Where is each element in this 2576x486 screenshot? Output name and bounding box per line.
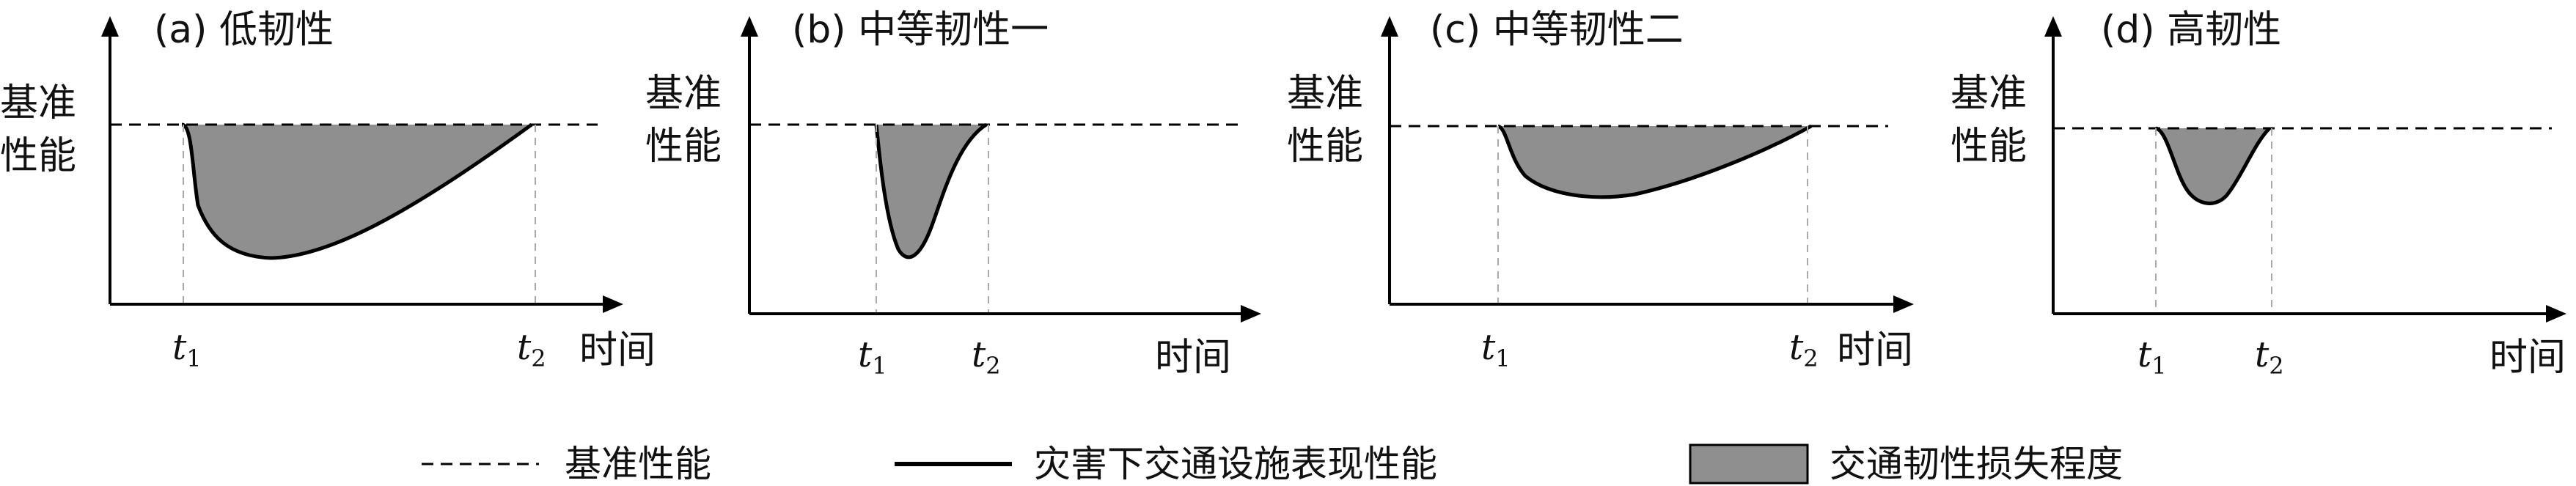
legend-performance-label: 灾害下交通设施表现性能 <box>1034 443 1437 485</box>
loss-area <box>1498 126 1811 197</box>
y-axis-label-line1: 基准 <box>1951 72 2027 116</box>
t2-label: t2 <box>972 334 1001 380</box>
legend: 基准性能 灾害下交通设施表现性能 交通韧性损失程度 <box>422 443 2123 485</box>
t1-label: t1 <box>172 327 202 372</box>
y-axis-arrow <box>741 16 758 37</box>
t1-label: t1 <box>2138 334 2167 380</box>
panel-title: (a) 低韧性 <box>154 8 334 52</box>
y-axis-arrow <box>1381 16 1398 37</box>
y-axis-label-line1: 基准 <box>0 81 76 125</box>
legend-loss-label: 交通韧性损失程度 <box>1830 443 2123 485</box>
performance-curve <box>1497 124 1813 199</box>
x-axis-label: 时间 <box>1155 336 1231 380</box>
x-axis-arrow <box>1241 305 1261 323</box>
y-axis-label-line2: 性能 <box>1287 125 1363 169</box>
t1-label: t1 <box>1481 327 1511 372</box>
y-axis-label-line1: 基准 <box>1287 72 1363 116</box>
y-axis-label-line2: 性能 <box>0 134 76 178</box>
loss-area <box>2156 128 2269 204</box>
t2-label: t2 <box>1789 327 1819 372</box>
x-axis-arrow <box>1893 295 1914 313</box>
panel-b: (b) 中等韧性一 基准 性能 t1 t2 时间 <box>645 8 1261 380</box>
legend-loss-swatch <box>1689 443 1809 485</box>
x-axis-label: 时间 <box>1837 328 1913 372</box>
loss-area <box>182 125 532 258</box>
y-axis-label-line2: 性能 <box>645 125 722 169</box>
legend-baseline-label: 基准性能 <box>565 443 711 485</box>
x-axis-label: 时间 <box>579 328 656 372</box>
performance-curve <box>874 122 988 259</box>
performance-curve <box>181 122 533 260</box>
loss-area <box>876 125 986 257</box>
panel-title: (c) 中等韧性二 <box>1430 8 1684 52</box>
x-axis-label: 时间 <box>2489 336 2566 380</box>
y-axis-label-line1: 基准 <box>645 72 722 116</box>
y-axis-label-line2: 性能 <box>1951 125 2027 169</box>
t2-label: t2 <box>517 327 546 372</box>
x-axis-arrow <box>2546 305 2566 323</box>
panel-title: (d) 高韧性 <box>2101 8 2281 52</box>
y-axis-arrow <box>2044 16 2062 37</box>
t1-label: t1 <box>858 334 887 380</box>
panel-c: (c) 中等韧性二 基准 性能 t1 t2 时间 <box>1287 8 1914 372</box>
panel-title: (b) 中等韧性一 <box>792 8 1049 52</box>
t2-label: t2 <box>2255 334 2284 380</box>
y-axis-arrow <box>101 16 119 37</box>
panel-d: (d) 高韧性 基准 性能 t1 t2 时间 <box>1951 8 2566 380</box>
panel-a: (a) 低韧性 基准 性能 t1 t2 时间 <box>0 8 656 372</box>
performance-curve <box>2154 126 2271 205</box>
x-axis-arrow <box>603 295 623 313</box>
